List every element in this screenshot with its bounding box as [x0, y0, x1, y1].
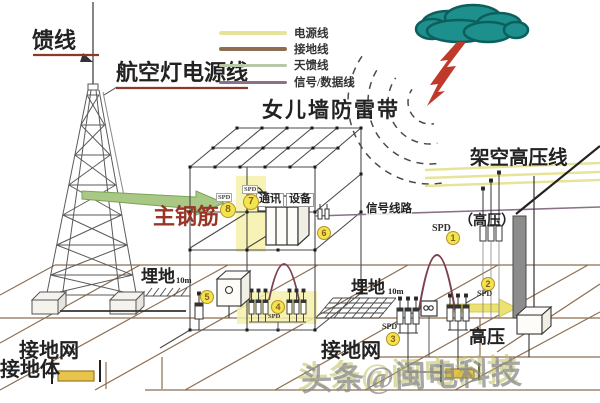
hv-arresters-spd1: [479, 170, 503, 318]
arrester-group-d: [446, 290, 488, 369]
spd-abbr-4: SPD: [268, 313, 281, 320]
spd-abbr-2: SPD: [477, 289, 493, 298]
aviation-light-label: 航空灯电源线: [116, 60, 249, 85]
buried-right-depth: 10m: [388, 286, 404, 296]
spd-marker-8: 8: [220, 202, 236, 218]
main-rebar-label: 主钢筋: [153, 204, 220, 229]
legend-label: 接地线: [294, 44, 329, 56]
overhead-hv-label: 架空高压线: [470, 148, 568, 169]
cable-arch-right: [418, 254, 456, 311]
aviation-light-cable: [102, 91, 125, 197]
grid-nodes: [188, 126, 363, 332]
spd-marker-3: 3: [386, 332, 400, 346]
arrester-group-b: [249, 288, 307, 330]
hv-label: 高压: [469, 327, 505, 347]
spd2-pointer: [465, 290, 488, 304]
spd-marker-5: 5: [200, 290, 214, 304]
lightning-bolt-icon: [427, 42, 466, 106]
hv-paren-label: （高压）: [459, 214, 515, 229]
parapet-belt-label: 女儿墙防雷带: [262, 98, 400, 122]
buried-hatch-left: [144, 287, 190, 297]
hv-incoming-conductor: [515, 145, 600, 215]
legend-item-power: 电源线: [219, 25, 329, 41]
spd-marker-6: 6: [317, 226, 331, 240]
kwh-meter: [420, 300, 438, 357]
storm-cloud-icon: [414, 3, 530, 44]
power-cabinet: [215, 269, 252, 318]
ground-electrode-left: [51, 360, 101, 384]
spd-marker-7: 7: [243, 194, 259, 210]
hv-pole: [512, 215, 527, 319]
buried-left-label: 埋地: [141, 267, 175, 286]
legend-label: 电源线: [294, 28, 329, 40]
legend-item-ground: 接地线: [219, 41, 329, 57]
buried-right-label: 埋地: [351, 278, 385, 297]
roof-lightning-grid: [189, 127, 362, 168]
ground-line-swatch: [219, 47, 287, 51]
feeder-line-swatch: [219, 63, 287, 67]
hv-overhead-lines: [424, 161, 600, 188]
spd-abbr-7: SPD: [242, 185, 259, 195]
arrester-group-c: [396, 296, 441, 373]
legend-item-feeder: 天馈线: [219, 57, 329, 73]
spd-marker-1: 1: [446, 231, 460, 245]
spd-marker-4: 4: [271, 300, 285, 314]
power-line-swatch: [219, 31, 287, 35]
transformer-box: [515, 305, 553, 357]
comm-equipment-label-2: 设备: [286, 193, 314, 207]
feeder-arrow: [81, 190, 226, 216]
arrester-spd5: [190, 291, 204, 331]
spd-abbr-3: SPD: [382, 322, 398, 331]
arrester-group-a: [248, 288, 269, 322]
feeder-label: 馈线: [32, 28, 77, 53]
spd-abbr-1: SPD: [432, 223, 451, 234]
legend-item-signal: 信号/数据线: [219, 74, 355, 90]
watermark: 头条@闽电科技: [300, 355, 524, 398]
signal-lines-label: 信号线路: [366, 203, 412, 216]
legend-label: 天馈线: [294, 60, 329, 72]
cable-arch-center: [268, 263, 300, 301]
ground-net-left-label: 接地网: [19, 340, 79, 362]
legend-label: 信号/数据线: [294, 77, 355, 89]
ground-electrode-right: [440, 363, 480, 382]
callout-lines: [33, 53, 248, 197]
spd-marker-2: 2: [481, 277, 495, 291]
comm-equipment-label-1: 通讯: [256, 193, 284, 207]
spd-abbr-8: SPD: [216, 193, 233, 203]
ground-net-center-label: 接地网: [321, 340, 381, 362]
signal-line: [314, 204, 600, 220]
tower-foundations: [30, 290, 186, 316]
signal-line-swatch: [219, 80, 287, 84]
ground-electrode-label: 接地体: [0, 359, 60, 381]
antenna-tower: [45, 2, 138, 299]
buried-left-depth: 10m: [176, 275, 192, 285]
buried-mesh-right: [315, 297, 397, 319]
